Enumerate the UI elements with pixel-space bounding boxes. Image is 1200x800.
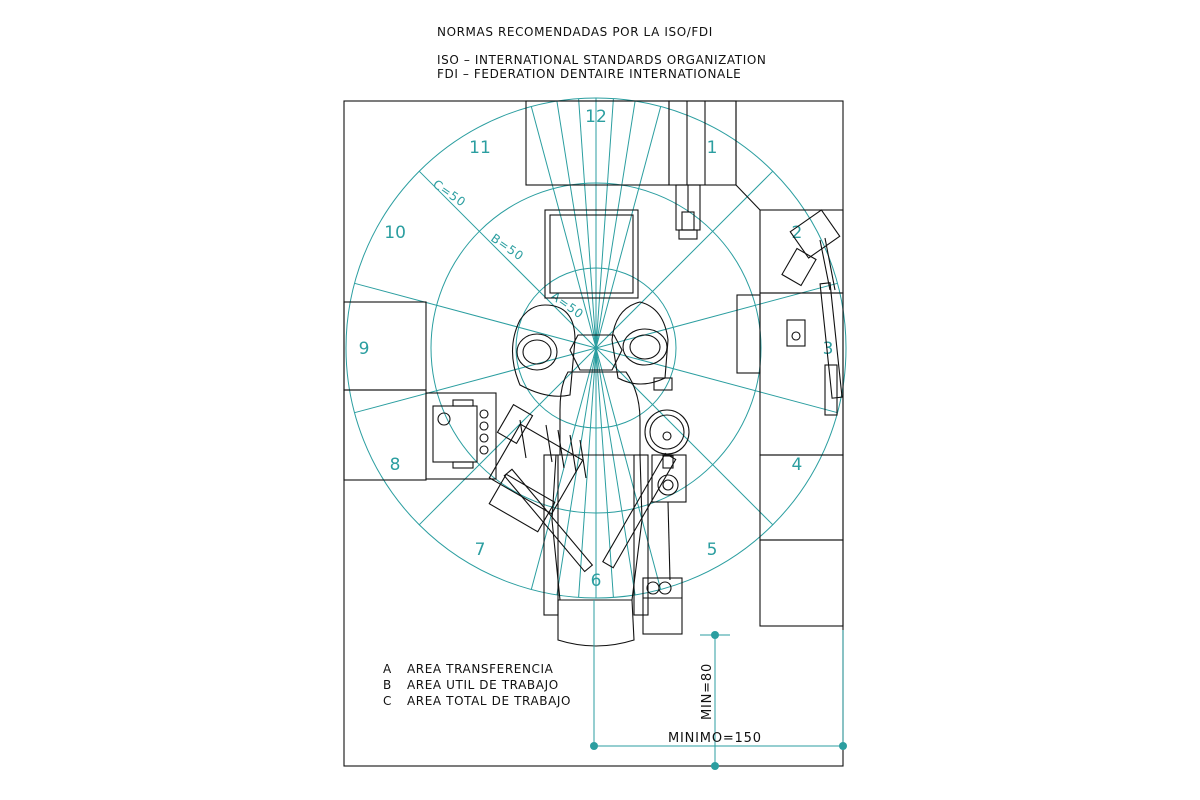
area-legend: A AREA TRANSFERENCIA B AREA UTIL DE TRAB… xyxy=(383,662,571,708)
legend-text-a: AREA TRANSFERENCIA xyxy=(407,662,554,676)
right-cabinet-column xyxy=(736,209,844,627)
sector-fan-line xyxy=(595,347,614,598)
clock-zone-12: 12 xyxy=(585,107,607,127)
minimo-150-dimension: MINIMO=150 xyxy=(668,731,762,746)
fdi-definition: FDI – FEDERATION DENTAIRE INTERNATIONALE xyxy=(437,67,741,81)
sector-line xyxy=(595,347,662,590)
wall-lamp-arm xyxy=(781,209,841,291)
clock-zone-6: 6 xyxy=(591,571,602,591)
sector-line xyxy=(530,347,597,590)
legend-text-c: AREA TOTAL DE TRABAJO xyxy=(407,694,571,708)
sector-line xyxy=(595,347,774,526)
legend-key-a: A xyxy=(383,662,392,676)
sector-fan-line xyxy=(595,98,614,349)
dimension-lines xyxy=(590,600,847,770)
sector-line xyxy=(354,282,597,349)
sector-line xyxy=(418,170,597,349)
top-cabinet-unit xyxy=(525,100,761,211)
clock-sector-lines xyxy=(354,98,838,598)
sector-fan-line xyxy=(578,98,597,349)
circle-a-label: A=50 xyxy=(548,289,586,322)
circle-c-label: C=50 xyxy=(430,177,468,210)
clock-zone-3: 3 xyxy=(823,339,834,359)
sector-fan-line xyxy=(578,347,597,598)
min-80-dimension: MIN=80 xyxy=(700,663,715,720)
clock-zone-8: 8 xyxy=(390,455,401,475)
clock-zone-4: 4 xyxy=(791,455,802,475)
clock-zone-1: 1 xyxy=(707,138,718,158)
clock-zone-2: 2 xyxy=(791,223,802,243)
sector-line xyxy=(530,106,597,349)
assistant-cart xyxy=(642,577,683,635)
sector-fan-line xyxy=(595,101,636,349)
sector-fan-line xyxy=(556,101,597,349)
clock-zone-7: 7 xyxy=(475,540,486,560)
clock-zone-11: 11 xyxy=(469,138,491,158)
wall-device xyxy=(675,184,701,240)
dental-chair xyxy=(543,334,649,647)
sector-line xyxy=(418,347,597,526)
dentist-figure xyxy=(512,304,576,397)
assistant-figure xyxy=(611,301,673,391)
clock-zone-9: 9 xyxy=(359,339,370,359)
sector-line xyxy=(595,347,838,414)
monitor-viewer xyxy=(544,209,639,299)
legend-key-c: C xyxy=(383,694,392,708)
sector-line xyxy=(595,106,662,349)
legend-key-b: B xyxy=(383,678,392,692)
spittoon-unit xyxy=(602,409,690,581)
clock-zone-10: 10 xyxy=(384,223,406,243)
plan-title: NORMAS RECOMENDADAS POR LA ISO/FDI xyxy=(437,25,713,39)
sector-line xyxy=(595,170,774,349)
left-cabinet-unit xyxy=(343,301,497,481)
clock-zone-5: 5 xyxy=(707,540,718,560)
sector-fan-line xyxy=(595,347,636,595)
legend-text-b: AREA UTIL DE TRABAJO xyxy=(407,678,559,692)
iso-definition: ISO – INTERNATIONAL STANDARDS ORGANIZATI… xyxy=(437,53,767,67)
dentist-instrument-unit xyxy=(488,403,594,573)
